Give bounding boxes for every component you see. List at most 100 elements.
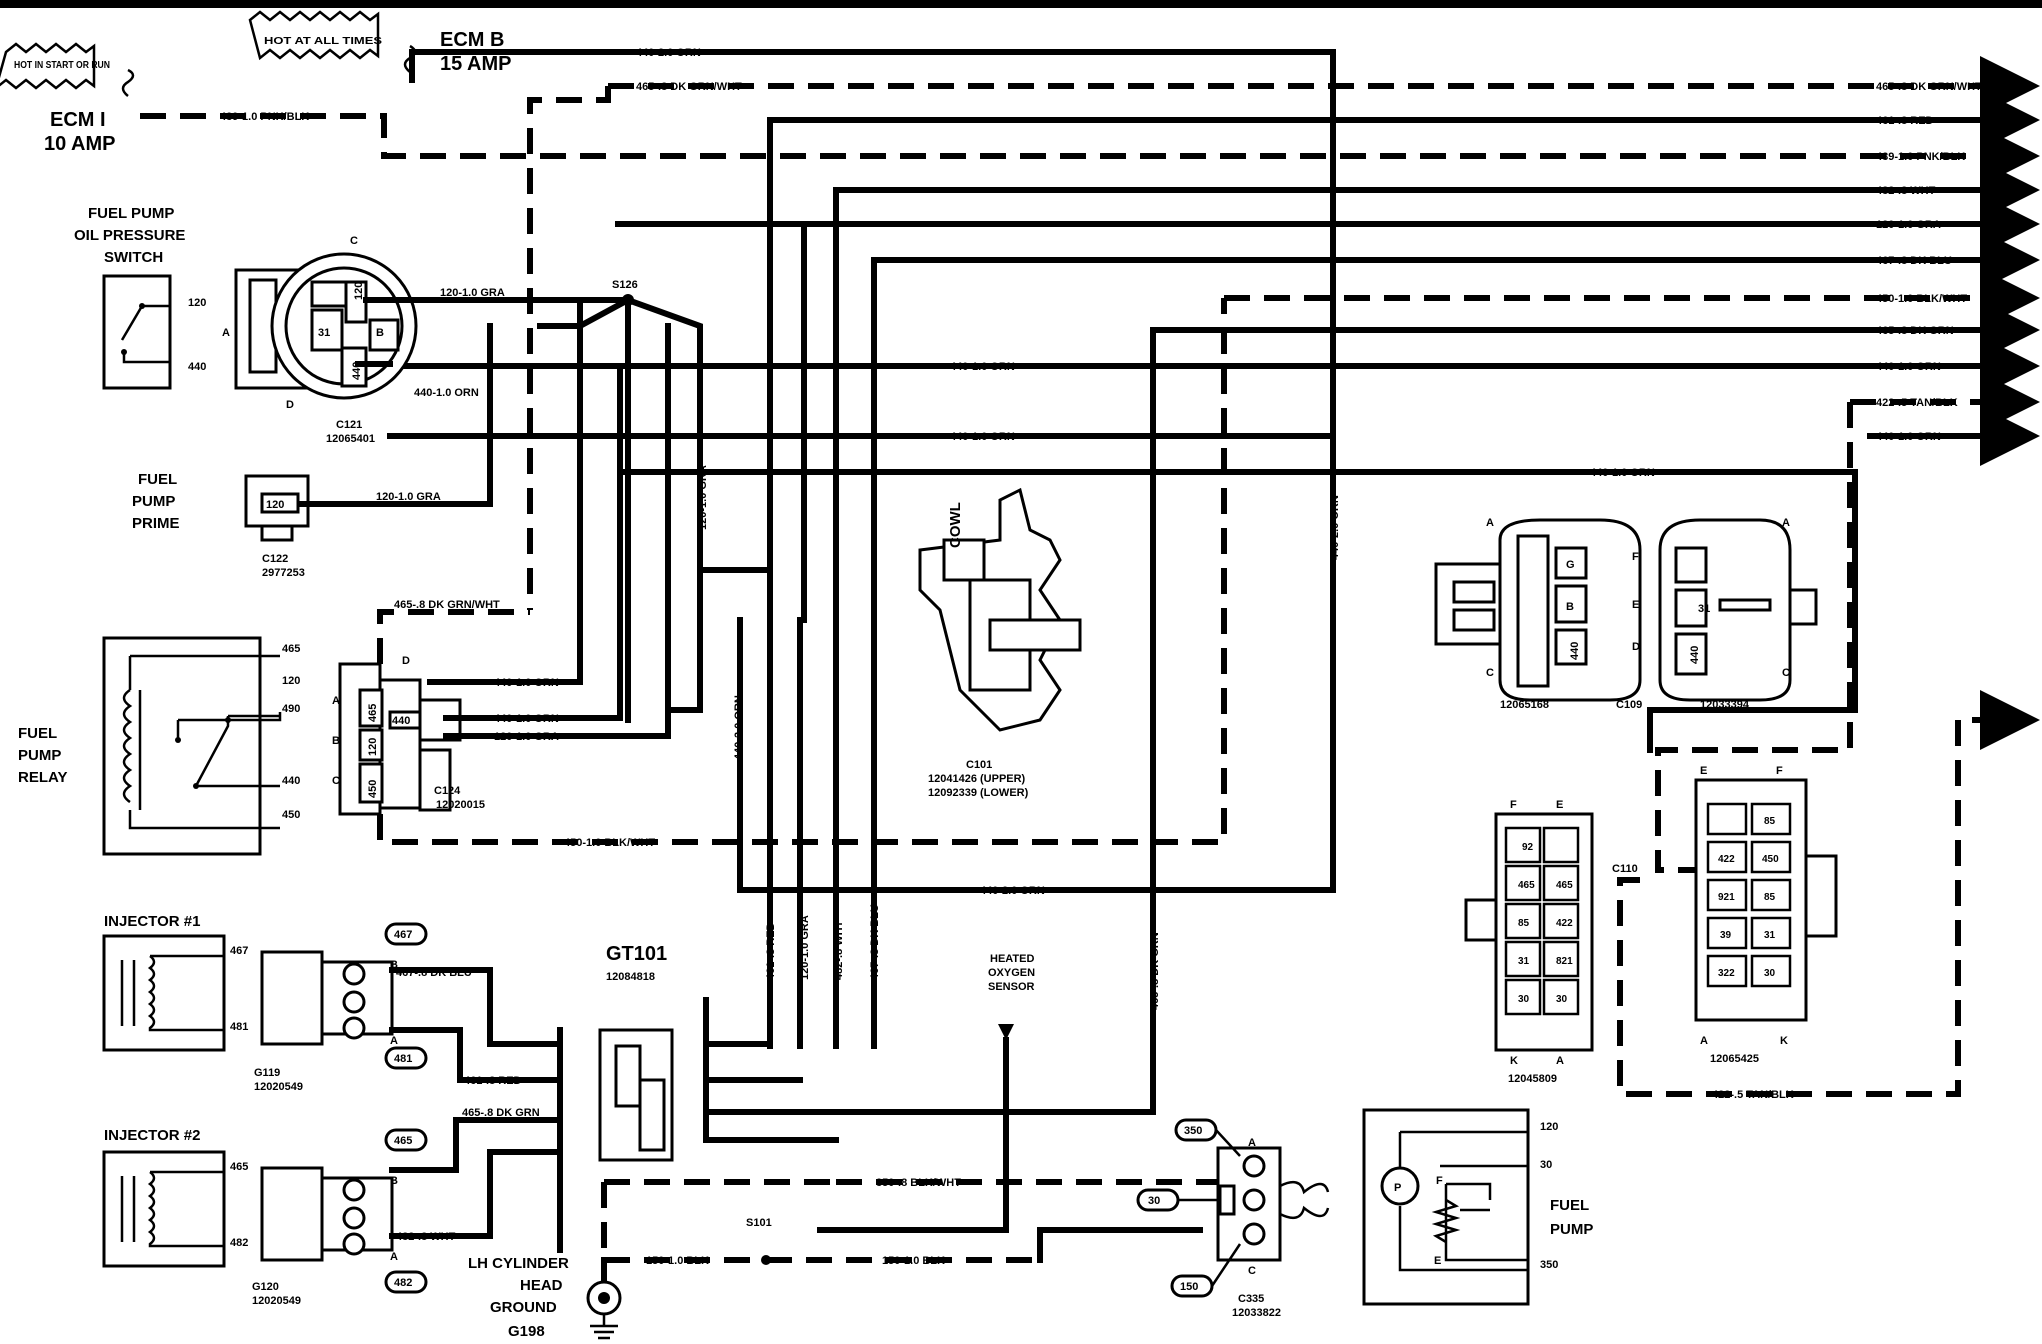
terminal-label: 30 (1540, 1159, 1552, 1171)
wire-482-wht (389, 1149, 563, 1239)
oxygen-sensor-arrow (998, 1024, 1014, 1040)
wire-tag (384, 1128, 428, 1152)
cavity-label: 30 (1518, 994, 1530, 1005)
vertical-wire-label: 120-1.0 GRA (697, 465, 709, 530)
pin-label: C (350, 235, 358, 247)
terminal-label: 450 (282, 809, 300, 821)
connector-id: C121 (336, 419, 362, 431)
prime-title: FUEL (138, 471, 177, 488)
cavity-label: 31 (1764, 930, 1776, 941)
oxygen-sensor-label: OXYGEN (988, 967, 1035, 979)
cavity-label: 30 (1764, 968, 1776, 979)
part-number: 12045809 (1508, 1073, 1557, 1085)
prime-connector (244, 474, 310, 542)
pin-label: A (1782, 517, 1790, 529)
cavity-label: 120 (367, 738, 379, 756)
ecm-i-amp-label: 10 AMP (44, 133, 116, 155)
cavity-label: 30 (1556, 994, 1568, 1005)
wire-label: 461-.8 RED (1876, 115, 1934, 127)
wire-label: 450-1.0 BLK/WHT (564, 837, 655, 849)
pin-label: C (1248, 1265, 1256, 1277)
wire-tag-label: 150 (1180, 1281, 1198, 1293)
cavity-label: 85 (1518, 918, 1530, 929)
wire-tag-label: 465 (394, 1135, 412, 1147)
cavity-label: 39 (1720, 930, 1732, 941)
part-number: 12065168 (1500, 699, 1549, 711)
pin-label: K (1510, 1055, 1518, 1067)
cavity-label: 120 (266, 499, 284, 511)
wire-label: 439-1.0 PNK/BLK (1876, 151, 1965, 163)
injector1-symbol (102, 934, 226, 1052)
c121-connector (234, 252, 418, 400)
c124-connector (338, 662, 462, 816)
fuel-pump-symbol (1362, 1108, 1530, 1306)
wire-label: 120-1.0 GRA (1876, 219, 1941, 231)
vertical-wire-label: 440-2.0 ORN (733, 695, 745, 760)
hot-start-run-text: HOT IN START OR RUN (14, 60, 110, 71)
cavity-label: 92 (1522, 842, 1534, 853)
cavity-label: 422 (1718, 854, 1735, 865)
cavity-label: 450 (367, 780, 379, 798)
wire-label: 120-1.0 GRA (494, 731, 559, 743)
injector1-title: INJECTOR #1 (104, 913, 200, 930)
wire-label: 467-.8 DK BLU (1876, 255, 1952, 267)
cowl-label: COWL (947, 502, 964, 548)
trunk-wires (140, 49, 2040, 753)
c110-left-cavities (1504, 826, 1580, 1016)
cavity-label: B (1566, 601, 1574, 613)
pin-label: F (1436, 1175, 1443, 1187)
wire-label: 440-1.0 ORN (950, 431, 1015, 443)
wire-422-link (1655, 402, 1853, 873)
relay-symbol (102, 636, 282, 856)
pin-label: A (390, 1035, 398, 1047)
pin-label: A (390, 1251, 398, 1263)
wire-467-dkblu (389, 967, 563, 1047)
wire-label: 465-.8 DK GRN/WHT (1876, 81, 1982, 93)
cavity-label: 322 (1718, 968, 1735, 979)
connector-id: C110 (1612, 863, 1638, 875)
wire-label: 465-.8 DK GRN/WHT (394, 599, 500, 611)
wire-label: 461-.8 RED (464, 1075, 522, 1087)
pin-label: B (390, 959, 398, 971)
c110-right-cavities (1706, 802, 1792, 988)
oil-pressure-switch-symbol (102, 274, 172, 390)
pin-label: D (286, 399, 294, 411)
prime-title: PRIME (132, 515, 180, 532)
cavity-label: 440 (392, 715, 410, 727)
pin-label: A (222, 327, 230, 339)
c109-connectors (1434, 518, 1818, 702)
hot-all-times-text: HOT AT ALL TIMES (264, 36, 382, 47)
cavity-label: 85 (1764, 892, 1776, 903)
wire-422-tan-blk (1617, 690, 2040, 1097)
wire-label: 465-.8 DK GRN (1876, 325, 1954, 337)
terminal-label: 440 (282, 775, 300, 787)
pin-label: E (1434, 1255, 1441, 1267)
pin-label: D (1632, 641, 1640, 653)
cavity-label: 31 (1518, 956, 1530, 967)
splice-s126 (537, 294, 703, 723)
pin-label: B (332, 735, 340, 747)
wire-label: 467-.8 DK BLU (396, 967, 472, 979)
wire-label: 440-1.0 ORN (494, 713, 559, 725)
cavity-label: 465 (367, 704, 379, 722)
pin-label: A (332, 695, 340, 707)
trunk-wire-labels: 440-2.0 ORN 465-.8 DK GRN/WHT 439-1.0 PN… (220, 47, 1982, 479)
vertical-wire-label: 467-.8 DK BLU (869, 904, 881, 980)
gt101-label: GT101 (606, 943, 667, 965)
terminal-label: 467 (230, 945, 248, 957)
vertical-wire-label: 120-1.0 GRA (799, 915, 811, 980)
cavity-label: 440 (1569, 642, 1581, 660)
injector2-title: INJECTOR #2 (104, 1127, 200, 1144)
part-number: 12020549 (254, 1081, 303, 1093)
wire-461-red (389, 1027, 563, 1083)
pin-label: E (1700, 765, 1707, 777)
wire-prime-gra (297, 323, 493, 507)
cavity-label: 921 (1718, 892, 1735, 903)
terminal-label: 440 (188, 361, 206, 373)
oil-switch-title: FUEL PUMP (88, 205, 174, 222)
cavity-label: 31 (1698, 603, 1710, 615)
tag-leaders (1178, 1129, 1242, 1287)
wire-tag-label: 30 (1148, 1195, 1160, 1207)
wire-s101 (601, 1179, 836, 1260)
